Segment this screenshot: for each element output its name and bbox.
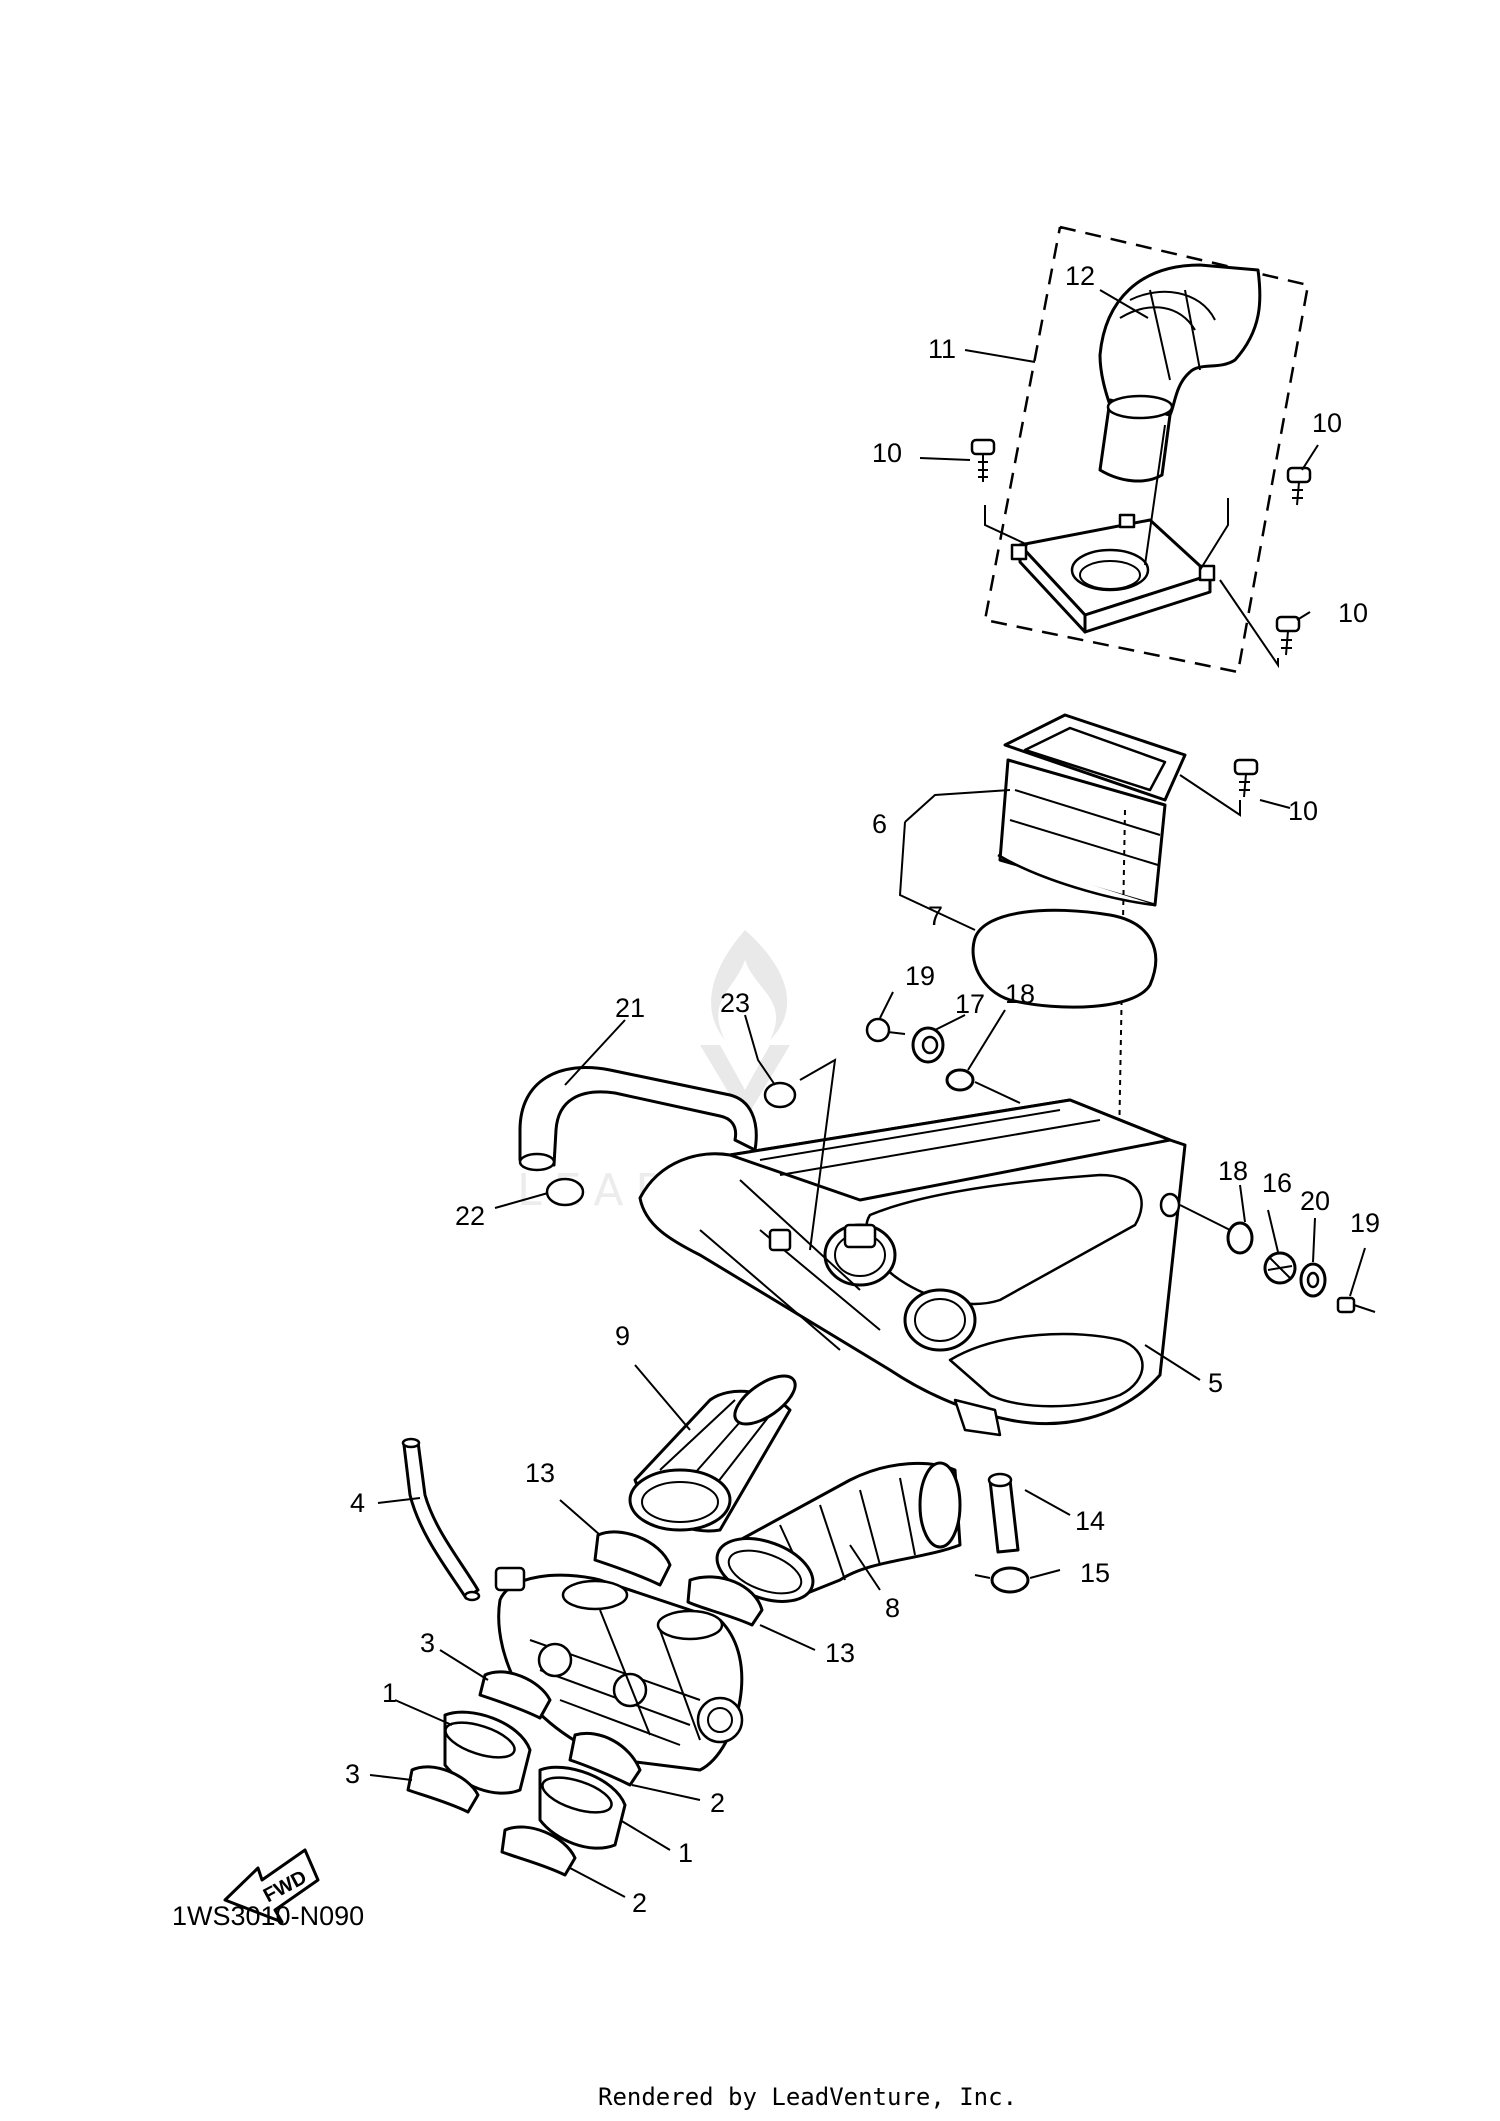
grommet-parts <box>865 1017 1021 1104</box>
callout-numbers: 12 11 10 10 10 10 6 7 19 17 18 21 23 22 … <box>345 261 1380 1918</box>
footer-credit: Rendered by LeadVenture, Inc. <box>598 2083 1017 2111</box>
callout-1: 1 <box>382 1678 397 1708</box>
callout-13: 13 <box>825 1638 855 1668</box>
leader-lines <box>369 289 1366 1898</box>
air-filter-element <box>971 713 1187 1201</box>
callout-8: 8 <box>885 1593 900 1623</box>
callout-18: 18 <box>1005 979 1035 1009</box>
callout-19: 19 <box>905 961 935 991</box>
callout-7: 7 <box>928 901 943 931</box>
callout-10: 10 <box>872 438 902 468</box>
vacuum-tube <box>401 1437 481 1602</box>
callout-12: 12 <box>1065 261 1095 291</box>
screws-10 <box>970 438 1312 798</box>
callout-9: 9 <box>615 1321 630 1351</box>
air-box-case <box>638 1098 1231 1437</box>
callout-10: 10 <box>1338 598 1368 628</box>
air-funnel-8 <box>715 1461 962 1603</box>
callout-3: 3 <box>345 1759 360 1789</box>
callout-2: 2 <box>632 1888 647 1918</box>
callout-14: 14 <box>1075 1506 1105 1536</box>
joints-and-clamps <box>406 1670 642 1877</box>
callout-22: 22 <box>455 1201 485 1231</box>
callout-4: 4 <box>350 1488 365 1518</box>
diagram-code: 1WS3010-N090 <box>172 1901 364 1931</box>
callout-17: 17 <box>955 989 985 1019</box>
callout-16: 16 <box>1262 1168 1292 1198</box>
callout-3: 3 <box>420 1628 435 1658</box>
callout-10: 10 <box>1288 796 1318 826</box>
callout-1: 1 <box>678 1838 693 1868</box>
callout-15: 15 <box>1080 1558 1110 1588</box>
drain-hose <box>974 1472 1030 1594</box>
callout-20: 20 <box>1300 1186 1330 1216</box>
callout-10: 10 <box>1312 408 1342 438</box>
callout-5: 5 <box>1208 1368 1223 1398</box>
side-grommet-parts <box>1226 1221 1376 1314</box>
callout-19: 19 <box>1350 1208 1380 1238</box>
throttle-body <box>494 1566 744 1772</box>
callout-21: 21 <box>615 993 645 1023</box>
air-intake-assembly <box>983 225 1310 674</box>
callout-18: 18 <box>1218 1156 1248 1186</box>
callout-13: 13 <box>525 1458 555 1488</box>
callout-2: 2 <box>710 1788 725 1818</box>
clamps-13 <box>593 1530 764 1627</box>
air-funnel-9 <box>628 1374 797 1533</box>
callout-6: 6 <box>872 809 887 839</box>
callout-23: 23 <box>720 988 750 1018</box>
callout-11: 11 <box>928 334 956 364</box>
